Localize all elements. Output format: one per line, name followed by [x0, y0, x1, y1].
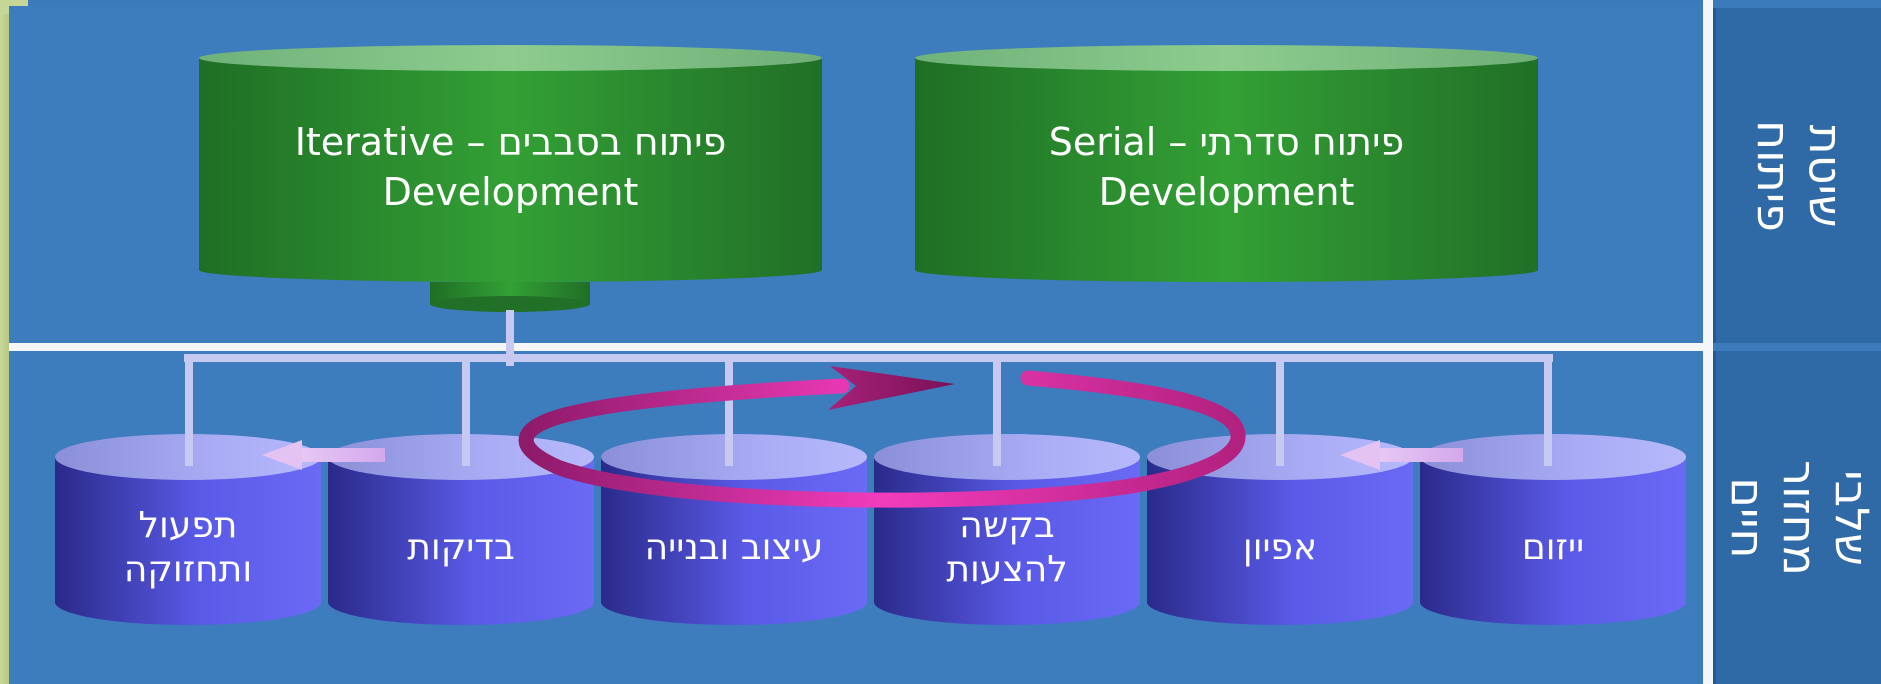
phase-cylinder-initiation	[1420, 434, 1686, 625]
phase-cylinder-body	[1147, 457, 1413, 625]
serial-method-cylinder	[915, 45, 1538, 282]
phase-label-design: עיצוב ובנייה	[601, 500, 867, 596]
phase-initiation-line1: ייזום	[1521, 527, 1585, 568]
vertical-divider	[1703, 0, 1713, 684]
iterative-method-line1: פיתוח בסבבים – Iterative	[294, 120, 727, 164]
phase-testing-line1: בדיקות	[407, 527, 515, 568]
phase-cylinder-body	[1420, 457, 1686, 625]
serial-method-label: פיתוח סדרתי – Serial Development	[915, 112, 1538, 222]
phase-proposals-line2: להצעות	[946, 549, 1068, 590]
iterative-method-cylinder	[199, 45, 822, 282]
iteration-loop-arrow	[518, 366, 1246, 508]
horizontal-divider	[9, 343, 1703, 351]
phase-label-initiation: ייזום	[1420, 500, 1686, 596]
flow-arrow-right	[1340, 440, 1463, 470]
serial-method-line1: פיתוח סדרתי – Serial	[1048, 120, 1405, 164]
phase-label-spec: אפיון	[1147, 500, 1413, 596]
phase-connector-tips	[185, 430, 1552, 466]
phase-operation-line1: תפעול	[138, 505, 238, 546]
phase-cylinder-top	[1420, 434, 1686, 480]
phase-cylinder-top	[601, 434, 867, 480]
phase-proposals-line1: בקשה	[959, 505, 1055, 546]
phase-cylinder-top	[874, 434, 1140, 480]
serial-method-line2: Development	[1098, 170, 1355, 214]
iterative-method-line2: Development	[382, 170, 639, 214]
phase-cylinder-body	[55, 457, 321, 625]
flow-arrow-left	[262, 440, 385, 470]
phase-cylinder-operation	[55, 434, 321, 625]
phase-design-line1: עיצוב ובנייה	[644, 527, 824, 568]
phase-label-testing: בדיקות	[328, 500, 594, 596]
side-label-methods: שיטת פיתוח	[1713, 8, 1881, 343]
phase-spec-line1: אפיון	[1242, 527, 1318, 568]
phase-label-operation: תפעול ותחזוקה	[55, 500, 321, 596]
iterative-method-label: פיתוח בסבבים – Iterative Development	[199, 112, 822, 222]
phase-cylinder-body	[328, 457, 594, 625]
phase-label-proposals: בקשה להצעות	[874, 500, 1140, 596]
phase-operation-line2: ותחזוקה	[123, 549, 253, 590]
side-label-phases: שלבי מחזור חיים	[1713, 351, 1881, 684]
iterative-cylinder-base	[430, 282, 590, 312]
